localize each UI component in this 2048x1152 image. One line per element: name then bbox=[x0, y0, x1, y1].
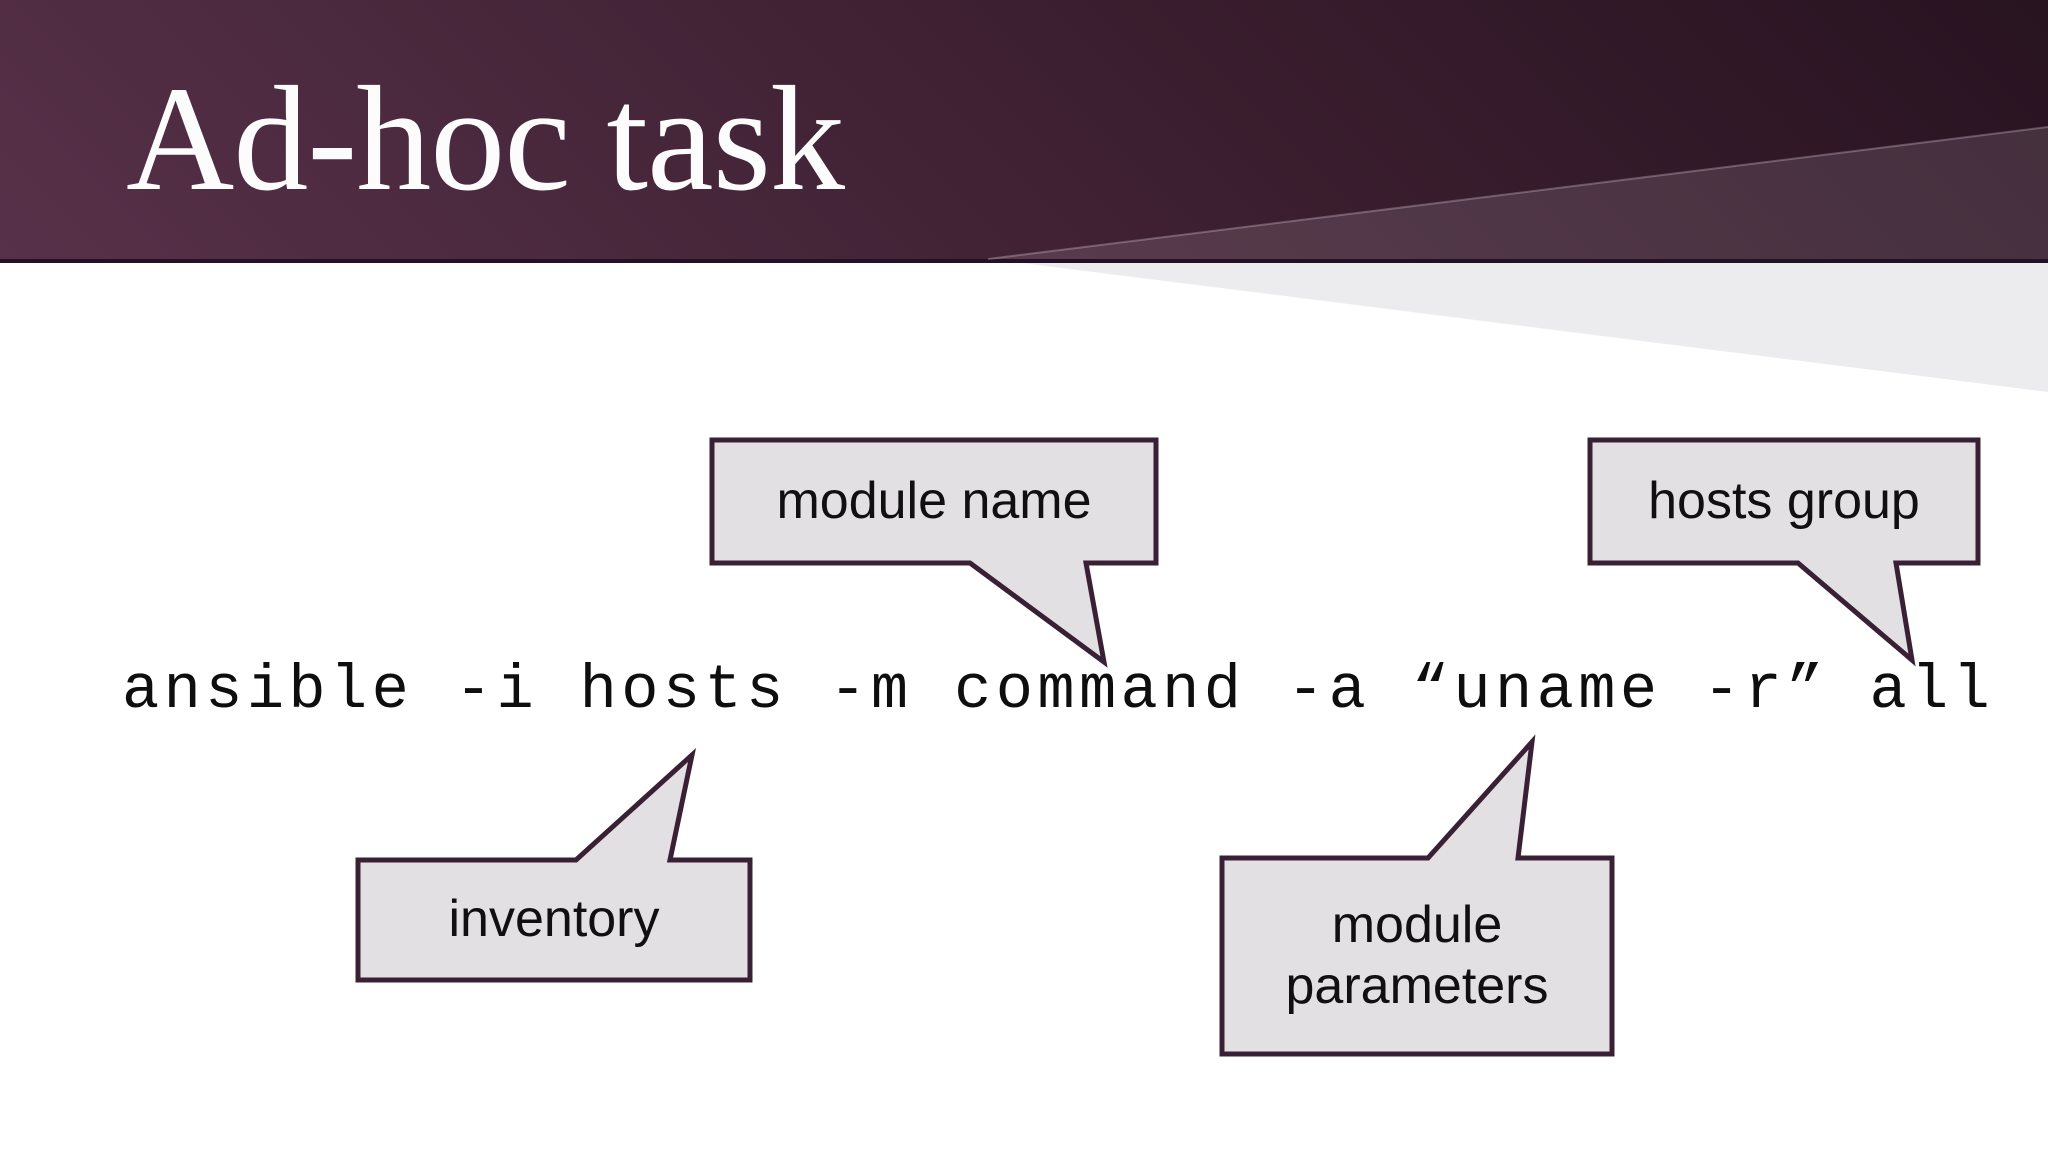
header-accent-wedge-edge bbox=[987, 126, 2048, 260]
ansible-command-text: ansible -i hosts -m command -a “uname -r… bbox=[122, 655, 1995, 726]
callout-module-name-bubble bbox=[709, 437, 1159, 668]
page-title: Ad-hoc task bbox=[126, 56, 845, 222]
body-accent-wedge bbox=[1022, 263, 2048, 392]
callout-inventory-label: inventory bbox=[358, 860, 750, 980]
callout-module-parameters-text: module parameters bbox=[1285, 895, 1549, 1015]
callout-hosts-group-text: hosts group bbox=[1648, 471, 1920, 530]
header-accent-wedge bbox=[988, 127, 2048, 259]
callout-hosts-group-bubble bbox=[1587, 437, 1981, 667]
header-bottom-line bbox=[0, 259, 2048, 263]
header-band bbox=[0, 0, 2048, 259]
callout-module-parameters-bubble bbox=[1219, 734, 1615, 1057]
callout-module-name-text: module name bbox=[776, 471, 1092, 530]
callout-module-name-label: module name bbox=[712, 440, 1156, 563]
callout-hosts-group-label: hosts group bbox=[1590, 440, 1978, 563]
callout-inventory-bubble bbox=[355, 747, 753, 983]
callout-module-parameters-label: module parameters bbox=[1222, 858, 1612, 1054]
callout-inventory-text: inventory bbox=[448, 890, 660, 949]
